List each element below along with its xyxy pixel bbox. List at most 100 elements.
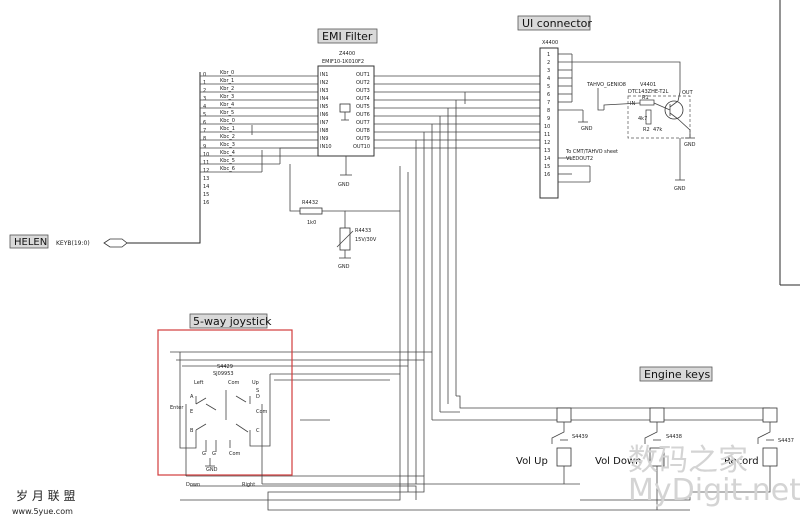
emi-out7: OUT7 bbox=[356, 120, 370, 126]
conn-pin-5: 5 bbox=[547, 84, 550, 90]
conn-pin-15: 15 bbox=[544, 164, 550, 170]
conn-pin-14: 14 bbox=[544, 156, 550, 162]
note-tahvo-gen: TAHVO_GENIO8 bbox=[586, 82, 626, 88]
key-vol-down-label: Vol Down bbox=[595, 456, 641, 467]
emi-header-box bbox=[317, 28, 378, 44]
helen-label-box bbox=[9, 234, 49, 249]
emi-in8: IN8 bbox=[320, 128, 328, 134]
ui-connector-header: UI connector bbox=[522, 17, 592, 30]
joystick-ref: S4429 bbox=[217, 364, 233, 370]
bus-num-0: 0 bbox=[203, 72, 206, 78]
emi-in6: IN6 bbox=[320, 112, 328, 118]
brand-url-watermark: MyDigit.net bbox=[628, 473, 800, 508]
emi-gnd: GND bbox=[338, 182, 350, 188]
transistor-gnd: GND bbox=[684, 142, 696, 148]
emi-in5: IN5 bbox=[320, 104, 328, 110]
sig-kbr4: Kbr_4 bbox=[220, 102, 234, 108]
emi-in4: IN4 bbox=[320, 96, 328, 102]
bus-num-16: 16 bbox=[203, 200, 209, 206]
transistor-symbol bbox=[664, 100, 684, 120]
resistor-network: R4432 1k0 R4433 15V/30V GND bbox=[289, 164, 400, 270]
emi-out1: OUT1 bbox=[356, 72, 370, 78]
key-vol-up-bottom bbox=[556, 447, 572, 467]
key-record-label: Record bbox=[724, 456, 759, 467]
joy-pin-a: A bbox=[190, 394, 194, 400]
sig-kbr0: Kbr_0 bbox=[220, 70, 234, 76]
bus-num-12: 12 bbox=[203, 168, 209, 174]
connector-gnd: GND bbox=[581, 126, 593, 132]
conn-pin-7: 7 bbox=[547, 100, 550, 106]
emi-out3: OUT3 bbox=[356, 88, 370, 94]
bus-num-8: 8 bbox=[203, 136, 206, 142]
sig-kbc5: Kbc_5 bbox=[220, 158, 235, 164]
emi-out4: OUT4 bbox=[356, 96, 370, 102]
emi-in7: IN7 bbox=[320, 120, 328, 126]
emi-out9: OUT9 bbox=[356, 136, 370, 142]
sig-kbc0: Kbc_0 bbox=[220, 118, 235, 124]
conn-pin-6: 6 bbox=[547, 92, 550, 98]
joy-enter: Enter bbox=[170, 405, 184, 411]
bus-port-shape bbox=[103, 238, 128, 248]
conn-pin-2: 2 bbox=[547, 60, 550, 66]
joy-up: Up bbox=[252, 380, 259, 386]
joystick-block: 5-way joystick S4429 SJ09953 Left Com Up… bbox=[157, 313, 293, 488]
joy-pin-c: C bbox=[256, 428, 260, 434]
sig-kbr1: Kbr_1 bbox=[220, 78, 234, 84]
bus-num-2: 2 bbox=[203, 88, 206, 94]
transistor-part: DTC143ZHE-T2L bbox=[628, 89, 669, 95]
sig-kbr2: Kbr_2 bbox=[220, 86, 234, 92]
r2-body bbox=[645, 109, 652, 125]
joy-pin-g1: G bbox=[202, 451, 206, 457]
site-url-text: www.5yue.com bbox=[12, 507, 73, 516]
engine-keys-header-box bbox=[639, 366, 713, 382]
routing-wires bbox=[170, 92, 770, 511]
conn-pin-10: 10 bbox=[544, 124, 550, 130]
r4433-gnd: GND bbox=[338, 264, 350, 270]
transistor-pin-out: OUT bbox=[682, 90, 694, 96]
r4433-ref: R4433 bbox=[355, 228, 371, 234]
joy-pin-s: S bbox=[256, 388, 259, 394]
sig-kbc1: Kbc_1 bbox=[220, 126, 235, 132]
r4433-val: 15V/30V bbox=[355, 237, 377, 243]
emi-filter-block: EMI Filter Z4400 EMIF10-1K010F2 IN1 IN2 … bbox=[279, 28, 378, 188]
emi-out10: OUT10 bbox=[353, 144, 370, 150]
emi-ref: Z4400 bbox=[339, 51, 355, 57]
emi-in10: IN10 bbox=[320, 144, 332, 150]
emi-out2: OUT2 bbox=[356, 80, 370, 86]
conn-pin-1: 1 bbox=[547, 52, 550, 58]
ui-connector-block: UI connector X4400 1 2 3 4 5 6 7 8 9 10 … bbox=[517, 15, 681, 199]
r2-label: R2 bbox=[643, 127, 650, 133]
ui-connector-header-box bbox=[517, 15, 591, 31]
key-record-bottom bbox=[762, 447, 778, 467]
bus-fanout: 0 1 2 3 4 5 6 7 8 9 10 11 12 13 14 15 16 bbox=[199, 70, 318, 243]
helen-label: HELEN bbox=[14, 237, 47, 248]
bus-num-10: 10 bbox=[203, 152, 209, 158]
connector-ref: X4400 bbox=[542, 40, 558, 46]
transistor-dashed-box bbox=[627, 95, 691, 139]
helen-bus-label: KEYB(19:0) bbox=[56, 240, 90, 247]
bus-num-11: 11 bbox=[203, 160, 209, 166]
joy-com-top: Com bbox=[228, 380, 240, 386]
sig-kbr5: Kbr_5 bbox=[220, 110, 234, 116]
emi-header: EMI Filter bbox=[322, 30, 373, 43]
emi-part: EMIF10-1K010F2 bbox=[322, 59, 364, 65]
helen-block: HELEN KEYB(19:0) bbox=[9, 200, 201, 249]
bus-num-14: 14 bbox=[203, 184, 209, 190]
r2-value: 47k bbox=[653, 127, 662, 133]
emi-in2: IN2 bbox=[320, 80, 328, 86]
joy-pin-d: D bbox=[256, 394, 260, 400]
bus-num-13: 13 bbox=[203, 176, 209, 182]
transistor-ref: V4401 bbox=[640, 82, 656, 88]
bus-num-5: 5 bbox=[203, 112, 206, 118]
r1-value: 4k7 bbox=[638, 116, 647, 122]
watermark-right: 数码之家 MyDigit.net bbox=[628, 443, 800, 508]
note-vled: VLEDOUT2 bbox=[566, 156, 593, 162]
bus-num-15: 15 bbox=[203, 192, 209, 198]
emi-in9: IN9 bbox=[320, 136, 328, 142]
engine-keys-block: Engine keys S4439 Vol Up S4438 Vol Down … bbox=[516, 366, 794, 510]
emi-out6: OUT6 bbox=[356, 112, 370, 118]
connector-body bbox=[539, 47, 559, 199]
conn-pin-13: 13 bbox=[544, 148, 550, 154]
bus-num-1: 1 bbox=[203, 80, 206, 86]
